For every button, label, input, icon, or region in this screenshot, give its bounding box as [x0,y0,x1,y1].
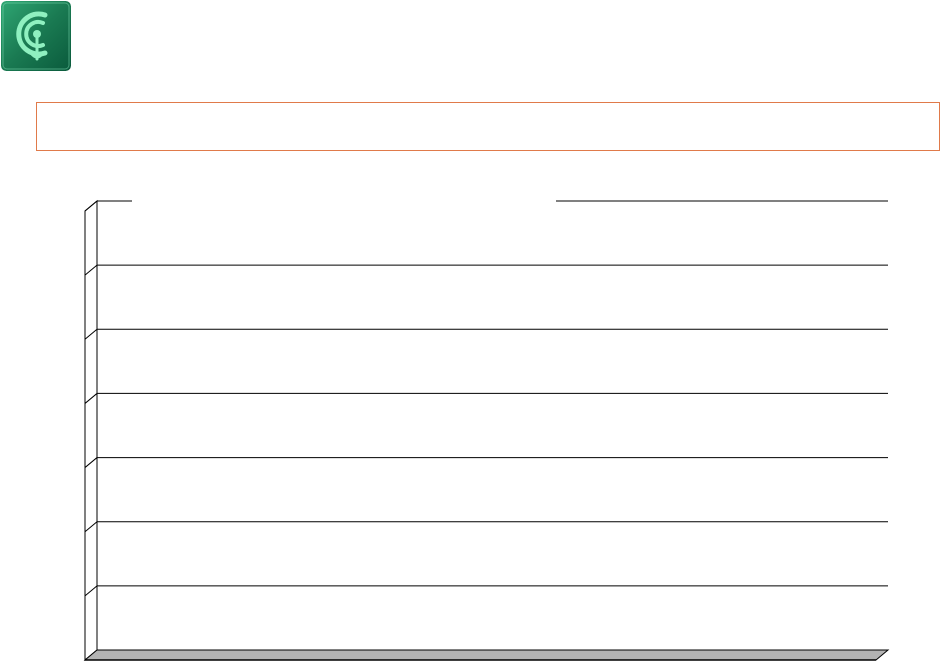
medical-eye-logo-icon [1,1,71,71]
chart-gridline-side [84,585,98,597]
chart-top-gap [132,198,556,204]
chart-gridline-side [84,521,98,533]
chart-floor [83,649,890,661]
chart-gridline-side [84,328,98,340]
chart-gridline-side [84,457,98,468]
chart-gridline-side [84,200,98,212]
chart-gridline-side [84,393,98,404]
chart-title-box [36,102,940,151]
chart-gridline-side [84,264,98,276]
